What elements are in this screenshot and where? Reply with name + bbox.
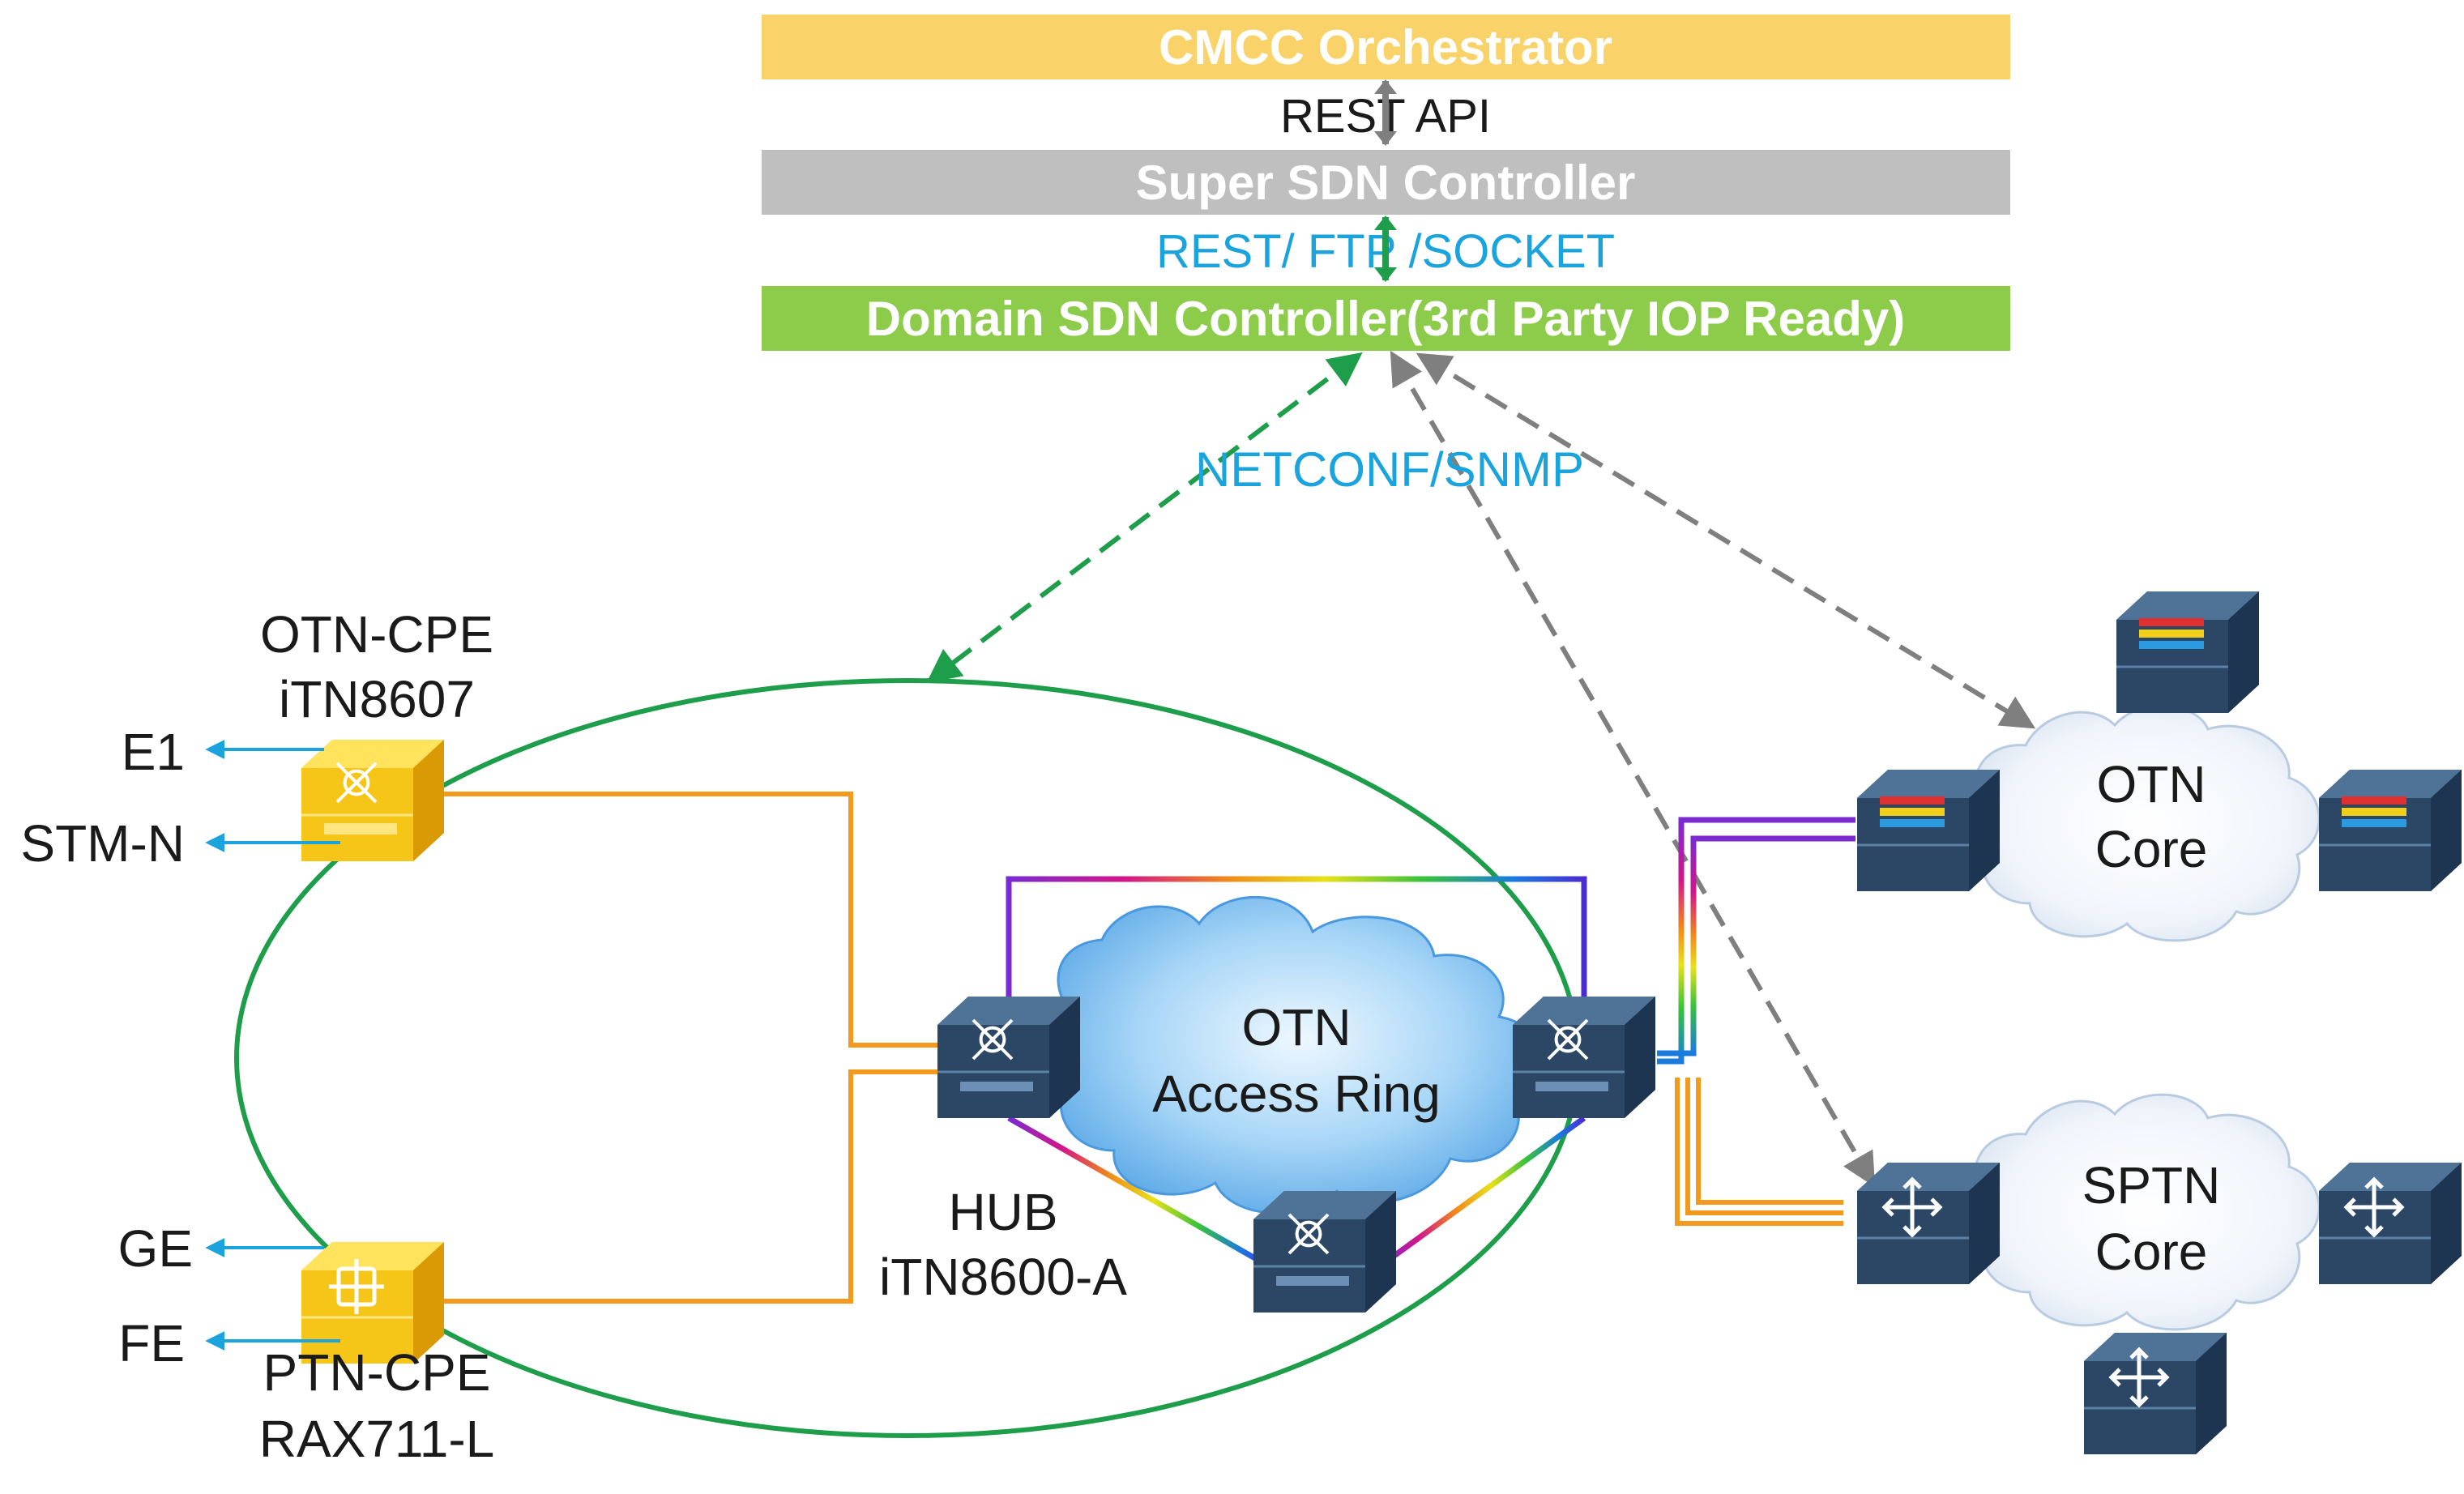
service-fe-label: FE bbox=[118, 1314, 185, 1372]
access-ring-node-right-icon[interactable] bbox=[1511, 995, 1657, 1120]
otn-cpe-label-line2: iTN8607 bbox=[279, 670, 475, 728]
service-ge-label: GE bbox=[118, 1219, 193, 1278]
service-e1-label: E1 bbox=[122, 723, 185, 781]
netconf-snmp-label: NETCONF/SNMP bbox=[1195, 442, 1584, 497]
mgmt-link-access-ring bbox=[926, 352, 1363, 684]
super-controller-label: Super SDN Controller bbox=[1136, 156, 1636, 210]
rainbow-wavelength-links bbox=[1006, 817, 1855, 1271]
service-stm-n-label: STM-N bbox=[20, 814, 185, 873]
sptn-core-label-line1: SPTN bbox=[2082, 1156, 2221, 1214]
super-controller-bar bbox=[762, 150, 2010, 215]
access-ring-node-bottom-icon[interactable] bbox=[1252, 1189, 1398, 1314]
management-links bbox=[926, 350, 2036, 1188]
otn-core-node-left-icon[interactable] bbox=[1855, 768, 2001, 893]
access-ring-label-line2: Access Ring bbox=[1152, 1065, 1441, 1123]
sptn-core-cloud: SPTN Core bbox=[1972, 1093, 2321, 1331]
otn-core-label-line2: Core bbox=[2095, 820, 2208, 878]
sptn-core-label-line2: Core bbox=[2095, 1223, 2208, 1281]
otn-core-node-top-icon[interactable] bbox=[2115, 590, 2261, 715]
mgmt-link-otn-core bbox=[1416, 352, 2036, 729]
sptn-core-node-right-icon[interactable] bbox=[2317, 1161, 2463, 1286]
otn-core-node-right-icon[interactable] bbox=[2317, 768, 2463, 893]
ptn-cpe-router-icon[interactable] bbox=[300, 1240, 446, 1365]
southbound-api-arrow-icon bbox=[1374, 216, 1397, 282]
hub-label-line2: iTN8600-A bbox=[879, 1248, 1127, 1306]
sptn-core-node-left-icon[interactable] bbox=[1855, 1161, 2001, 1286]
hub-itn8600a-icon[interactable] bbox=[936, 995, 1082, 1120]
otn-core-label-line1: OTN bbox=[2096, 755, 2206, 813]
orchestrator-label: CMCC Orchestrator bbox=[1159, 20, 1612, 75]
ptn-cpe-label-line2: RAX711-L bbox=[259, 1410, 495, 1468]
rest-api-arrow-icon bbox=[1374, 79, 1397, 146]
access-ring-label-line1: OTN bbox=[1241, 998, 1351, 1056]
domain-controller-bar bbox=[762, 286, 2010, 351]
orchestrator-bar bbox=[762, 15, 2010, 79]
otn-access-ring-cloud: OTN Access Ring bbox=[1057, 895, 1543, 1214]
domain-controller-label: Domain SDN Controller(3rd Party IOP Read… bbox=[866, 292, 1906, 346]
otn-cpe-label-line1: OTN-CPE bbox=[260, 605, 493, 664]
otn-cpe-switch-icon[interactable] bbox=[300, 738, 446, 863]
controller-stack: CMCC Orchestrator REST API Super SDN Con… bbox=[762, 15, 2010, 351]
service-arrows bbox=[205, 740, 340, 1351]
hub-label-line1: HUB bbox=[948, 1183, 1057, 1241]
otn-core-cloud: OTN Core bbox=[1972, 704, 2321, 942]
sptn-core-node-bottom-icon[interactable] bbox=[2082, 1331, 2228, 1456]
orange-fiber-links bbox=[442, 792, 1843, 1304]
ptn-cpe-label-line1: PTN-CPE bbox=[263, 1343, 491, 1402]
